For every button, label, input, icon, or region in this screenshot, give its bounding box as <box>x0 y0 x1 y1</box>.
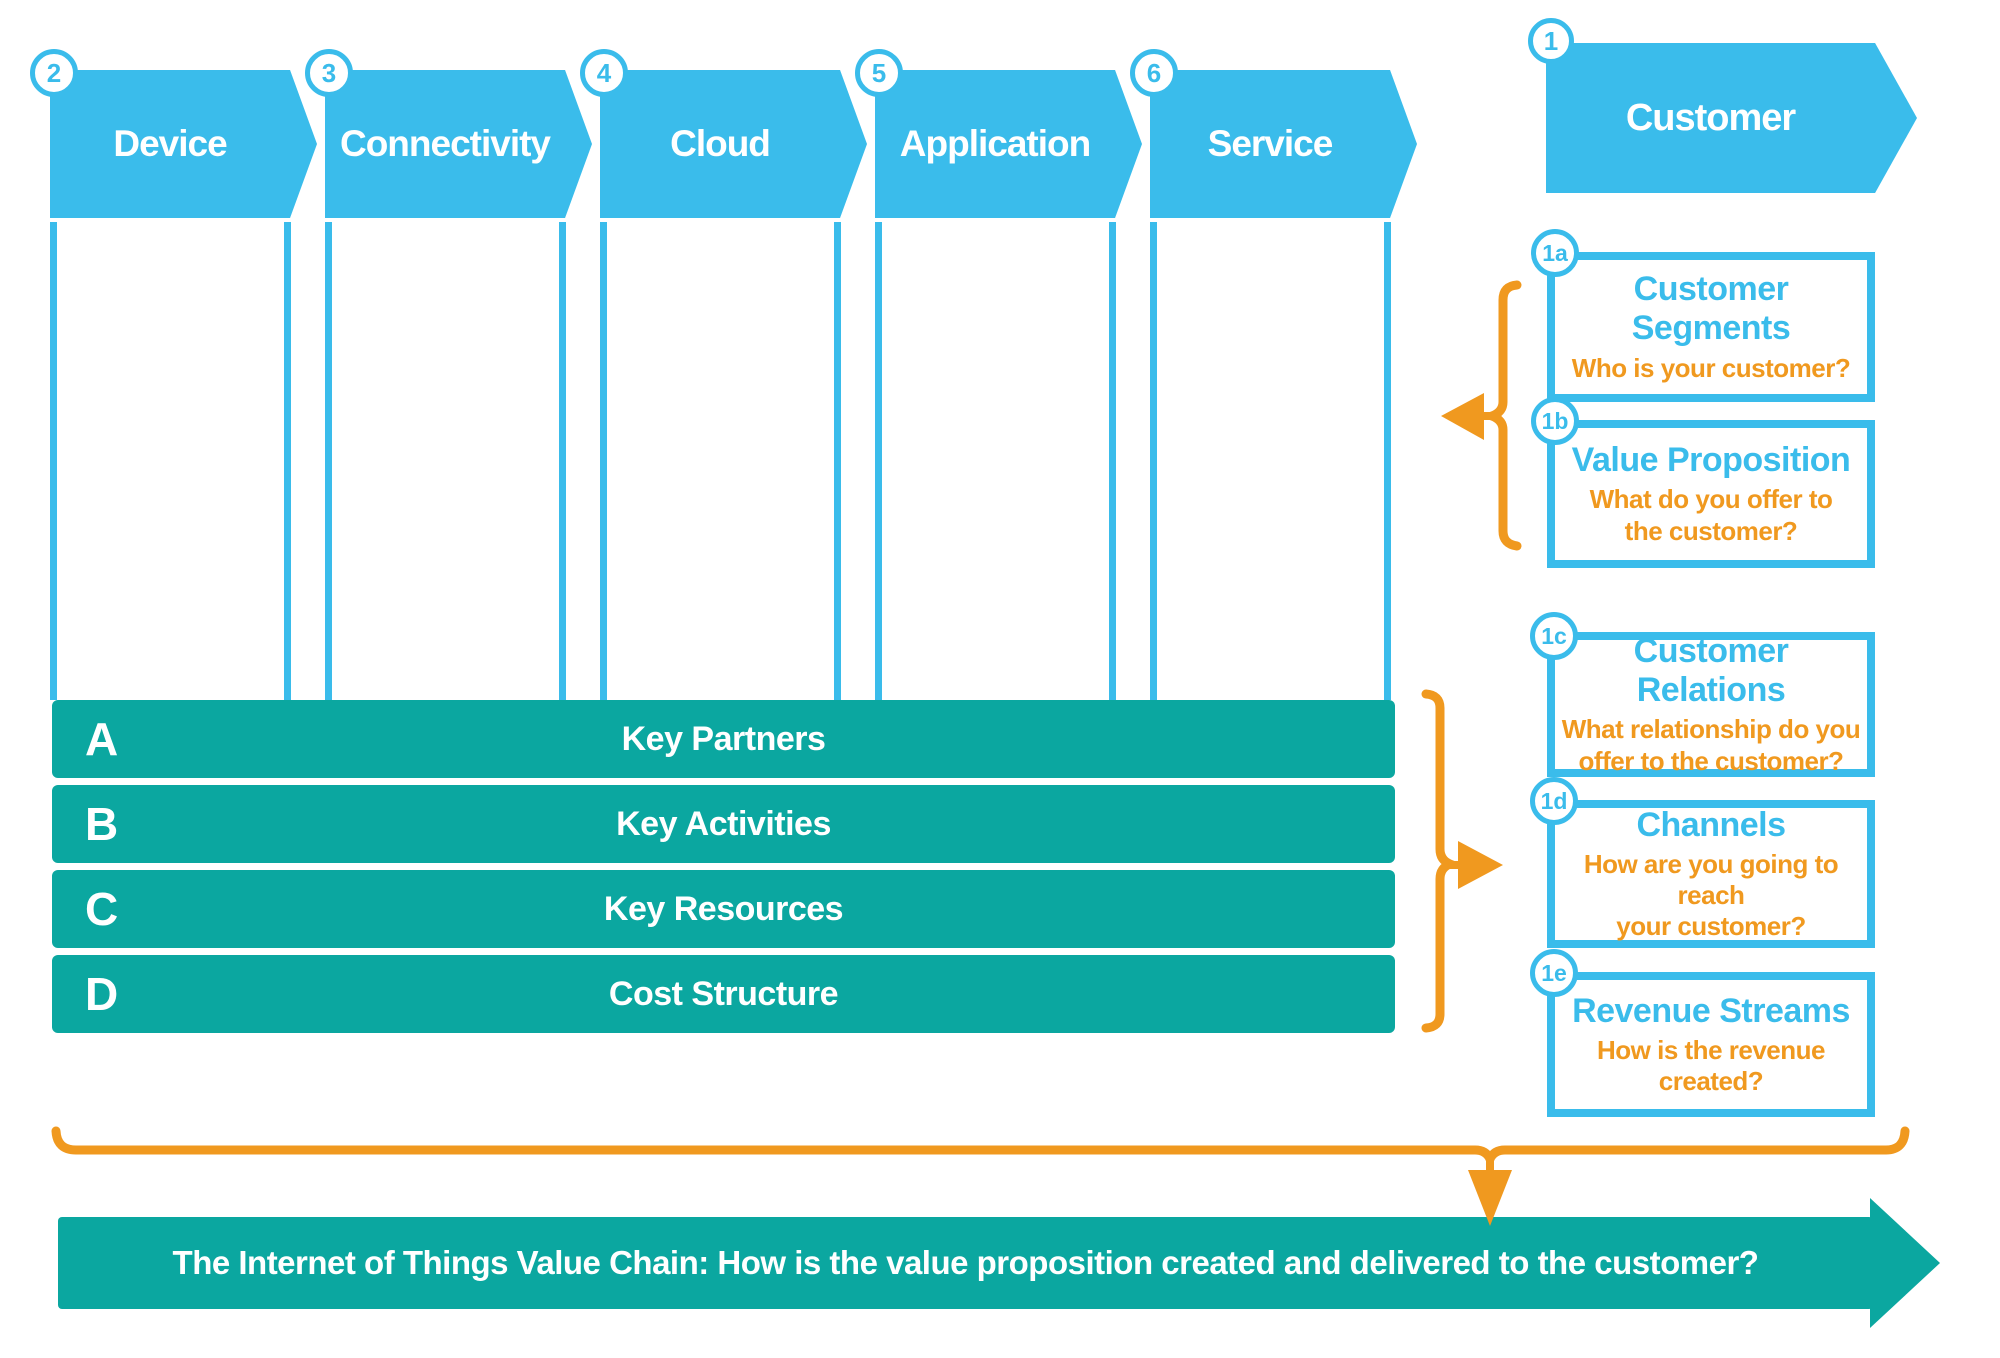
box-title: Value Proposition <box>1571 441 1851 480</box>
box-channels: Channels How are you going to reach your… <box>1547 800 1875 948</box>
box-subtitle: What do you offer to the customer? <box>1589 484 1833 546</box>
chain-step-cloud: Cloud <box>600 70 867 218</box>
chain-step-service: Service <box>1150 70 1417 218</box>
chain-step-label: Cloud <box>670 123 771 164</box>
box-customer-relations: Customer Relations What relationship do … <box>1547 632 1875 777</box>
box-number-badge: 1b <box>1531 397 1579 445</box>
chain-step-label: Service <box>1207 123 1334 164</box>
banner-arrowhead-icon <box>1870 1198 1940 1328</box>
box-number-badge: 1e <box>1530 949 1578 997</box>
box-value-proposition: Value Proposition What do you offer to t… <box>1547 420 1875 568</box>
box-subtitle: How is the revenue created? <box>1597 1034 1825 1097</box>
customer-label: Customer <box>1625 96 1796 139</box>
column-service <box>1150 222 1391 700</box>
column-application <box>875 222 1116 700</box>
row-label: Key Activities <box>616 804 831 843</box>
arrow-left-icon <box>1441 393 1484 440</box>
row-letter: B <box>85 798 118 850</box>
box-subtitle: How are you going to reach your customer… <box>1583 848 1839 942</box>
row-letter: C <box>85 883 118 935</box>
row-label: Key Resources <box>603 889 844 928</box>
column-device <box>50 222 291 700</box>
brace-key-rows <box>1421 689 1503 1033</box>
brace-customer-segments-value-proposition <box>1441 280 1522 551</box>
row-key-partners: A Key Partners <box>52 700 1395 778</box>
customer-number-badge: 1 <box>1528 18 1574 64</box>
row-key-resources: C Key Resources <box>52 870 1395 948</box>
chain-step-label: Application <box>899 123 1091 164</box>
row-key-activities: B Key Activities <box>52 785 1395 863</box>
box-number-badge: 1a <box>1531 229 1579 277</box>
chain-step-label: Connectivity <box>339 123 551 164</box>
box-customer-segments: Customer Segments Who is your customer? <box>1547 252 1875 402</box>
step-number-badge: 4 <box>580 49 628 97</box>
chain-step-application: Application <box>875 70 1142 218</box>
step-number-badge: 3 <box>305 49 353 97</box>
box-title: Channels <box>1636 805 1786 844</box>
row-letter: D <box>85 968 118 1020</box>
box-revenue-streams: Revenue Streams How is the revenue creat… <box>1547 972 1875 1117</box>
step-number-badge: 5 <box>855 49 903 97</box>
chain-step-device: Device <box>50 70 317 218</box>
box-title: Customer Segments <box>1631 270 1791 348</box>
column-cloud <box>600 222 841 700</box>
row-cost-structure: D Cost Structure <box>52 955 1395 1033</box>
banner-label: The Internet of Things Value Chain: How … <box>172 1244 1759 1281</box>
box-number-badge: 1d <box>1530 777 1578 825</box>
box-subtitle: What relationship do you offer to the cu… <box>1561 714 1861 776</box>
box-subtitle: Who is your customer? <box>1571 352 1851 383</box>
box-title: Revenue Streams <box>1572 991 1850 1030</box>
bracket-bottom <box>51 1126 1910 1226</box>
customer-arrow: Customer <box>1546 43 1917 193</box>
step-number-badge: 2 <box>30 49 78 97</box>
row-label: Cost Structure <box>608 974 839 1013</box>
arrow-right-icon <box>1458 841 1503 889</box>
box-title: Customer Relations <box>1633 632 1789 710</box>
box-number-badge: 1c <box>1530 612 1578 660</box>
column-connectivity <box>325 222 566 700</box>
row-label: Key Partners <box>621 719 826 758</box>
value-chain-banner: The Internet of Things Value Chain: How … <box>58 1217 1873 1309</box>
step-number-badge: 6 <box>1130 49 1178 97</box>
chain-step-connectivity: Connectivity <box>325 70 592 218</box>
chain-step-label: Device <box>113 123 227 164</box>
row-letter: A <box>85 713 118 765</box>
